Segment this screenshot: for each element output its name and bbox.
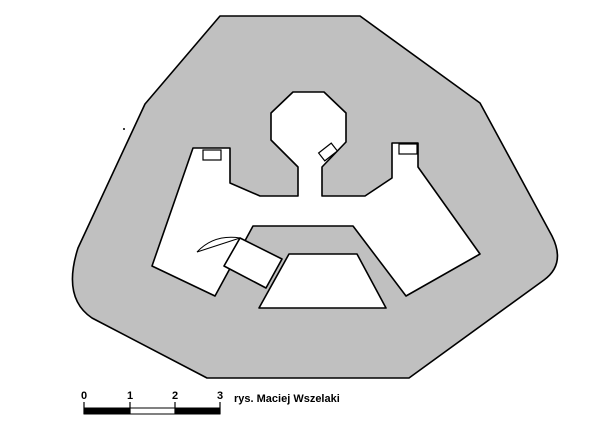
door-swing-arc <box>196 236 241 253</box>
scale-tick-label-0: 0 <box>81 390 87 402</box>
periscope-hatch <box>317 142 339 162</box>
lower-central-room <box>258 253 387 309</box>
scale-tick-label-1: 1 <box>127 390 133 402</box>
scale-bar: 0 1 2 3 <box>81 390 223 415</box>
left-hatch <box>202 149 222 161</box>
scale-segment-0-1 <box>83 407 131 415</box>
door-leaf <box>196 237 241 253</box>
scale-tick-label-2: 2 <box>172 390 178 402</box>
scale-segment-1-2 <box>129 407 176 415</box>
scale-segment-2-3 <box>174 407 221 415</box>
connecting-passage <box>223 237 283 289</box>
right-hatch <box>398 143 418 155</box>
scale-tick-label-3: 3 <box>217 390 223 402</box>
author-credit: rys. Maciej Wszelaki <box>234 393 340 405</box>
stray-mark <box>123 128 125 130</box>
upper-rooms <box>151 91 481 297</box>
